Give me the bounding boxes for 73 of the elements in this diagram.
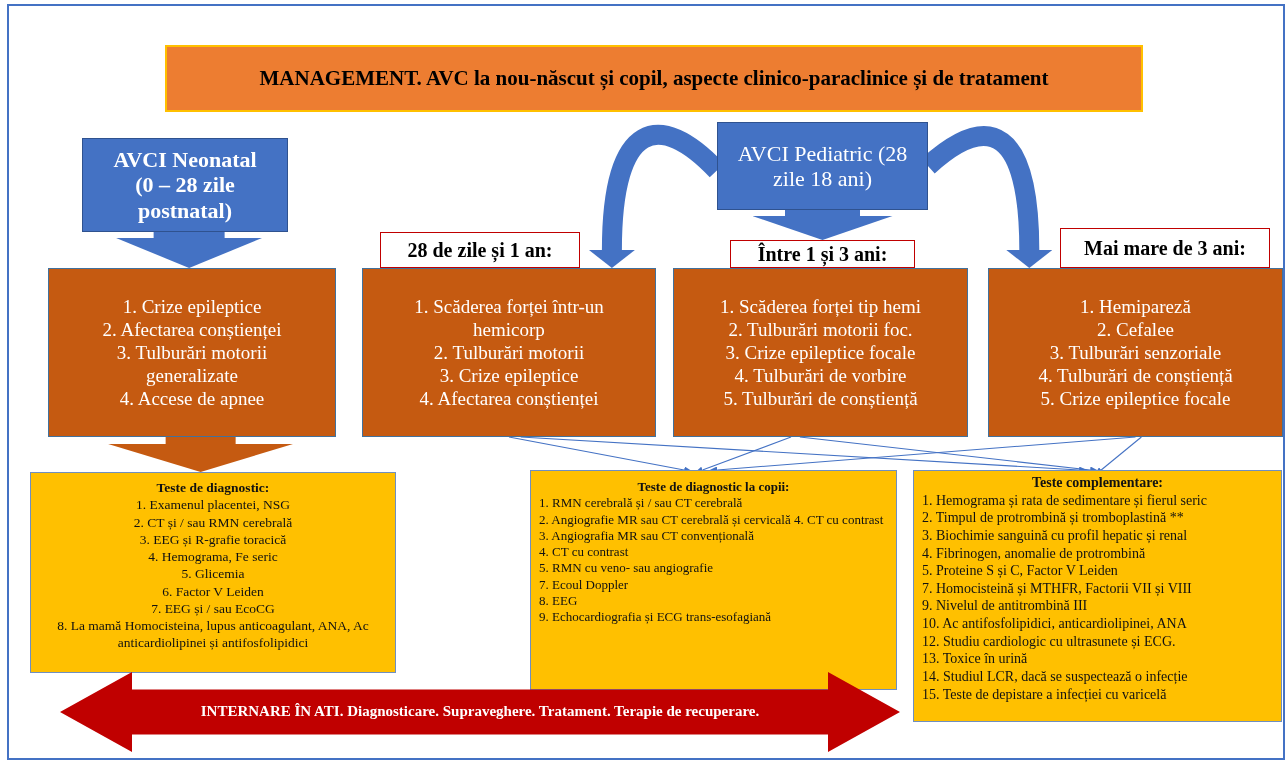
age-label bbox=[1060, 228, 1270, 268]
list-item: 2. Timpul de protrombină și tromboplastină ** bbox=[922, 509, 1185, 527]
list-item: 4. Hemograma, Fe seric bbox=[147, 548, 279, 566]
age-label bbox=[380, 232, 580, 268]
list-item: 2. Afectarea conștienței bbox=[101, 317, 283, 341]
list-item: 1. Hemipareză bbox=[1079, 294, 1192, 318]
age-label bbox=[730, 240, 915, 268]
list-item: 15. Teste de depistare a infecției cu varicelă bbox=[922, 685, 1168, 704]
list-item: 4. Tulburări de conștiență bbox=[1037, 364, 1234, 388]
list-heading: Teste de diagnostic: bbox=[155, 479, 271, 497]
list-item: 7. Ecoul Doppler bbox=[539, 576, 630, 593]
list-item: 1. Crize epileptice bbox=[121, 294, 263, 318]
list-item: 2. Tulburări motorii foc. bbox=[727, 317, 914, 341]
block-arrow bbox=[116, 232, 263, 268]
list-item: 2. CT și / sau RMN cerebrală bbox=[132, 513, 294, 531]
list-item: 1. RMN cerebrală și / sau CT cerebrală bbox=[539, 495, 744, 512]
list-item: 1. Scăderea forței într-un hemicorp bbox=[413, 294, 605, 341]
list-item: 4. Afectarea conștienței bbox=[418, 387, 600, 411]
list-item: 5. Crize epileptice focale bbox=[1039, 387, 1232, 411]
list-item: 5. Proteine S și C, Factor V Leiden bbox=[922, 562, 1119, 580]
list-item: 8. EEG bbox=[539, 592, 579, 609]
age-label-text: Mai mare de 3 ani: bbox=[1083, 236, 1247, 260]
stage-title: AVCI Pediatric (28 zile 18 ani) bbox=[736, 140, 909, 192]
list-item: 10. Ac antifosfolipidici, anticardiolipinei, ANA bbox=[922, 615, 1188, 633]
list-item: 2. Angiografie MR sau CT cerebrală și cervicală 4. CT cu contrast bbox=[539, 511, 885, 528]
list-item: 3. Tulburări senzoriale bbox=[1048, 340, 1223, 365]
list-item: 2. Cefalee bbox=[1096, 317, 1175, 341]
title-banner bbox=[165, 45, 1143, 112]
list-item: 6. Factor V Leiden bbox=[161, 582, 265, 600]
list-item: 7. EEG și / sau EcoCG bbox=[150, 599, 276, 618]
block-arrow bbox=[108, 437, 294, 472]
test-list-box bbox=[30, 472, 396, 673]
list-item: 4. Tulburări de vorbire bbox=[733, 364, 908, 388]
list-heading: Teste de diagnostic la copii: bbox=[636, 479, 791, 496]
list-item: 1. Scăderea forței tip hemi bbox=[719, 294, 922, 318]
test-list-box bbox=[530, 470, 897, 690]
list-item: 3. EEG și R-grafie toracică bbox=[138, 530, 288, 549]
list-item: 5. Tulburări de conștiență bbox=[722, 387, 919, 411]
banner-text: INTERNARE ÎN ATI. Diagnosticare. Supraveghere. Tratament. Terapie de recuperare. bbox=[199, 703, 761, 721]
list-item: 9. Echocardiografia și ECG trans-esofagiană bbox=[539, 609, 773, 626]
list-item: 1. Hemograma și rata de sedimentare și fierul seric bbox=[922, 491, 1208, 510]
list-item: 13. Toxice în urină bbox=[922, 650, 1029, 668]
list-item: 5. RMN cu veno- sau angiografie bbox=[539, 560, 714, 577]
list-item: 3. Biochimie sanguină cu profil hepatic și renal bbox=[922, 526, 1189, 545]
test-list-box bbox=[913, 470, 1282, 722]
age-label-text: Între 1 și 3 ani: bbox=[756, 242, 889, 266]
list-item: 3. Crize epileptice focale bbox=[724, 340, 917, 365]
list-item: 7. Homocisteină și MTHFR, Factorii VII și VIII bbox=[922, 579, 1193, 598]
list-item: 8. La mamă Homocisteina, lupus anticoagulant, ANA, Ac anticardiolipinei și antifosfolipidici bbox=[56, 617, 370, 652]
list-item: 9. Nivelul de antitrombină III bbox=[922, 597, 1089, 615]
title-text: MANAGEMENT. AVC la nou-născut și copil, aspecte clinico-paraclinice și de tratament bbox=[258, 66, 1050, 91]
symptom-list-box bbox=[673, 268, 968, 437]
list-heading: Teste complementare: bbox=[1031, 474, 1164, 492]
double-arrow-banner bbox=[60, 672, 900, 752]
list-item: 14. Studiul LCR, dacă se suspectează o infecție bbox=[922, 667, 1189, 686]
list-item: 3. Angiografia MR sau CT convențională bbox=[539, 527, 755, 544]
list-item: 4. CT cu contrast bbox=[539, 544, 630, 561]
list-item: 12. Studiu cardiologic cu ultrasunete și ECG. bbox=[922, 632, 1177, 651]
list-item: 1. Examenul placentei, NSG bbox=[134, 496, 292, 514]
list-item: 4. Accese de apnee bbox=[118, 387, 266, 411]
list-item: 5. Glicemia bbox=[180, 565, 246, 583]
stage-box bbox=[717, 122, 928, 210]
symptom-list-box bbox=[362, 268, 656, 437]
list-item: 3. Crize epileptice bbox=[438, 364, 580, 388]
symptom-list-box bbox=[48, 268, 336, 437]
list-item: 3. Tulburări motorii generalizate bbox=[115, 340, 269, 388]
age-label-text: 28 de zile și 1 an: bbox=[406, 238, 554, 262]
symptom-list-box bbox=[988, 268, 1283, 437]
stage-box bbox=[82, 138, 288, 232]
list-item: 2. Tulburări motorii bbox=[432, 340, 586, 365]
list-item: 4. Fibrinogen, anomalie de protrombină bbox=[922, 544, 1147, 563]
stage-title: AVCI Neonatal (0 – 28 zile postnatal) bbox=[112, 147, 258, 223]
block-arrow bbox=[752, 210, 893, 240]
